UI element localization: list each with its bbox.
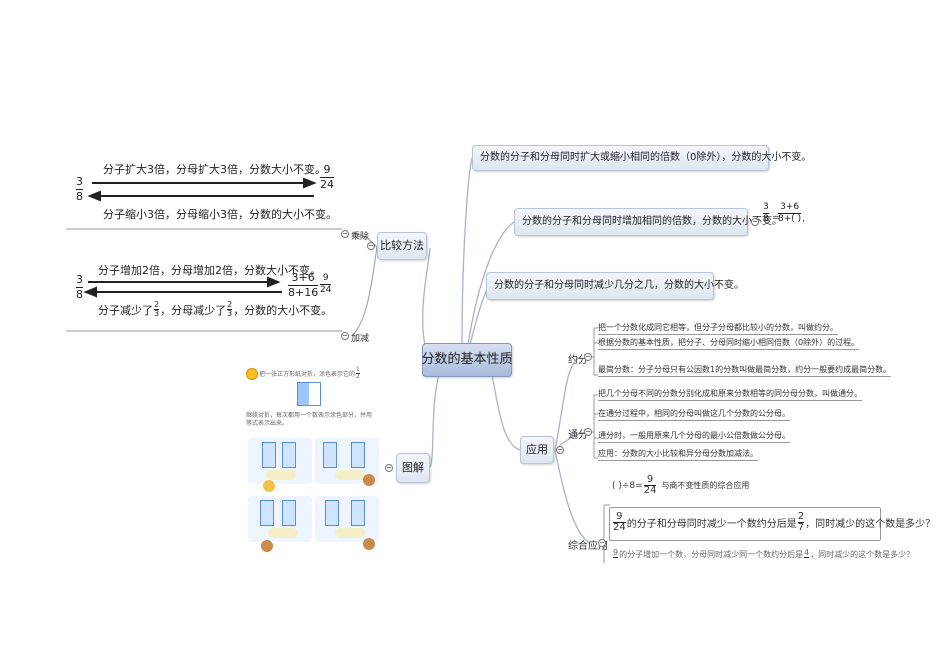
zonghe-question-2: 9 的分子增加一个数，分母同时减少同一个数约分后是 4 ，同时减少的这个数是多少… <box>613 549 915 559</box>
collapse-toggle[interactable]: − <box>367 241 375 250</box>
rule-node-subtract[interactable]: 分数的分子和分母同时减少几分之几，分数的大小不变。 <box>486 272 744 300</box>
center-topic-label: 分数的基本性质 <box>421 352 513 368</box>
collapse-toggle[interactable]: − <box>556 445 564 454</box>
tongfen-item: 在通分过程中，相同的分母叫做这几个分数的公分母。 <box>598 408 790 421</box>
sun-icon <box>246 368 258 380</box>
tongfen-item: 通分时，一般用原来几个分母的最小公倍数做公分母。 <box>598 430 790 443</box>
diagram-cell <box>315 496 379 542</box>
add-top-text: 分子增加2倍，分母增加2倍，分数大小不变。 <box>98 264 321 277</box>
fold-rect <box>282 500 296 526</box>
monkey-icon <box>363 474 375 486</box>
diagram-cell <box>248 496 312 542</box>
diagram-cell <box>315 438 379 484</box>
chick-icon <box>263 480 275 492</box>
fold-rect <box>351 500 365 526</box>
fold-rect <box>262 442 276 468</box>
folded-square <box>297 382 321 406</box>
compare-method-node[interactable]: 比较方法 <box>377 232 427 260</box>
rule-label: 分数的分子和分母同时扩大或缩小相同的倍数（0除外），分数的大小不变。 <box>480 152 812 163</box>
apply-label: 应用 <box>526 443 548 457</box>
rule-label: 分数的分子和分母同时增加相同的倍数，分数的大小不变。 <box>522 216 782 227</box>
fold-rect <box>282 442 296 468</box>
formula-tail: , <box>802 214 805 224</box>
question-box <box>609 507 881 541</box>
fold-rect <box>325 500 339 526</box>
equation-bubble <box>268 528 298 538</box>
bear-icon <box>261 540 273 552</box>
collapse-toggle[interactable]: − <box>341 229 349 238</box>
collapse-toggle[interactable]: − <box>584 427 592 436</box>
tongfen-label: 通分 <box>568 430 588 441</box>
diagram-node[interactable]: 图解 <box>396 453 430 483</box>
fold-rect <box>323 442 337 468</box>
yuefen-item: 把一个分数化成同它相等，但分子分母都比较小的分数，叫做约分。 <box>598 322 838 335</box>
diagram-label: 图解 <box>402 461 424 475</box>
collapse-toggle[interactable]: − <box>385 463 393 472</box>
apply-node[interactable]: 应用 <box>520 436 554 464</box>
collapse-toggle[interactable]: − <box>341 331 349 340</box>
collapse-toggle[interactable]: − <box>598 538 606 547</box>
compare-method-label: 比较方法 <box>380 239 424 253</box>
tongfen-item: 应用：分数的大小比较和异分母分数加减法。 <box>598 448 758 461</box>
formula-equals: = <box>772 213 780 223</box>
yuefen-item: 最简分数：分子分母只有公因数1的分数叫做最简分数，约分一般要约成最简分数。 <box>598 364 892 377</box>
collapse-toggle[interactable]: − <box>584 352 592 361</box>
rule-label: 分数的分子和分母同时减少几分之几，分数的大小不变。 <box>494 280 744 291</box>
monkey-icon <box>363 538 375 550</box>
rule-node-add[interactable]: 分数的分子和分母同时增加相同的倍数，分数的大小不变。 <box>514 208 782 236</box>
yuefen-label: 约分 <box>568 355 588 366</box>
tongfen-item: 把几个分母不同的分数分别化成和原来分数相等的同分母分数，叫做通分。 <box>598 388 862 401</box>
zonghe-label: 综合应用 <box>568 541 608 552</box>
mul-bottom-text: 分子缩小3倍，分母缩小3倍，分数的大小不变。 <box>103 208 337 221</box>
mul-div-label: 乘除 <box>351 232 370 242</box>
fold-rect <box>351 442 365 468</box>
equation-bubble <box>335 528 365 538</box>
yuefen-item: 根据分数的基本性质，把分子、分母同时缩小相同倍数（0除外）的过程。 <box>598 337 860 350</box>
equation-bubble <box>335 470 365 480</box>
diagram-cell <box>248 438 312 484</box>
equation-bubble <box>266 470 296 480</box>
diagram-note: 继续对折，每次都用一个数表示涂色部分，并用等式表示出来。 <box>246 412 373 428</box>
mul-top-text: 分子扩大3倍，分母扩大3倍，分数大小不变。 <box>103 163 326 176</box>
rule-node-scale[interactable]: 分数的分子和分母同时扩大或缩小相同的倍数（0除外），分数的大小不变。 <box>472 145 811 171</box>
add-sub-label: 加减 <box>351 334 370 344</box>
fold-rect <box>260 500 274 526</box>
collapse-toggle[interactable]: − <box>751 217 759 226</box>
center-topic-node[interactable]: 分数的基本性质 <box>421 343 513 377</box>
